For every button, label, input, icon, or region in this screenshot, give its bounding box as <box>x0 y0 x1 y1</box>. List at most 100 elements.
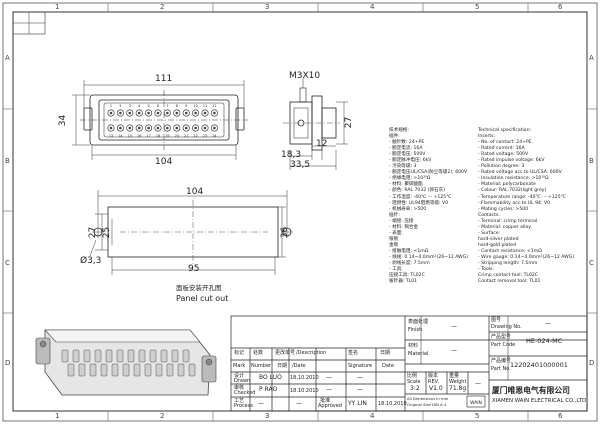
pin-hole <box>201 109 209 117</box>
checked-date: 18.10.2010 <box>290 388 319 394</box>
spec-line: 拔针器: TL01 <box>389 279 418 285</box>
spec-line: hard-gold plated <box>478 242 517 248</box>
pin-contact <box>119 111 122 115</box>
zone-bottom-3: 3 <box>265 412 270 420</box>
spec-line: - 污染等级: 3 <box>389 164 417 170</box>
pin-number: 5 <box>148 104 150 108</box>
part-code-label-en: Part Code <box>491 342 516 348</box>
part-no-label-en: Part No. <box>491 366 511 372</box>
process-dash-2: — <box>296 400 302 407</box>
dim-cut-25: 25 <box>102 226 113 239</box>
weight-label-cn: 重量 <box>449 373 460 379</box>
cutout-view <box>92 200 293 264</box>
spec-line: - Stripping length: 7.5mm <box>478 261 538 267</box>
blank-dash: — <box>475 380 481 387</box>
iso-contact <box>144 363 152 377</box>
pin-hole <box>201 124 209 132</box>
iso-contact <box>160 349 168 363</box>
pin-contact <box>184 126 188 130</box>
pin-contact <box>147 126 150 130</box>
approved-date: 18.10.2010 <box>378 401 407 407</box>
iso-contact <box>127 349 135 363</box>
spec-line: 银镀 <box>389 236 399 242</box>
pin-hole <box>135 109 143 117</box>
pin-number: 23 <box>203 134 207 138</box>
cutout-caption-en: Panel cut out <box>176 294 229 303</box>
spec-line: 技术规格: <box>389 128 409 133</box>
spec-line: - 阻燃性: UL94阻燃等级: V0 <box>389 200 449 206</box>
units-line-1: All Dimensions in mm <box>407 396 449 401</box>
spec-line: Contact removal tool: TL01 <box>478 279 541 285</box>
pin-number: 21 <box>184 134 188 138</box>
iso-contact <box>116 349 124 363</box>
zone-bottom-1: 1 <box>55 412 60 420</box>
drawn-cn: 设计 <box>234 373 245 379</box>
pin-number: 8 <box>176 104 178 108</box>
checked-en: Checked <box>234 390 256 396</box>
pin-number: 17 <box>146 134 150 138</box>
approved-cn: 批准 <box>320 398 331 404</box>
spec-line: - 材料: 铜合金 <box>389 224 419 230</box>
dim-front-outer-width: 111 <box>155 74 173 84</box>
iso-contact <box>67 363 75 377</box>
spec-line: Technical specification: <box>478 128 532 133</box>
dim-cut-36: 36 <box>280 226 291 239</box>
pin-number: 14 <box>118 134 122 138</box>
date-en: Date <box>382 363 394 369</box>
spec-line: Contacts: <box>478 212 500 218</box>
approved-en: Approved <box>318 403 342 409</box>
company-name-en: XIAMEN WAIN ELECTRICAL CO.,LTD <box>492 398 587 404</box>
dim-side-12: 12 <box>316 139 328 149</box>
spec-line: - 材料: 聚碳酸酯 <box>389 182 423 188</box>
spec-line: - 线规: 0.14~4.0mm²(26~12 AWG) <box>389 254 469 260</box>
iso-contact <box>155 363 163 377</box>
iso-contact <box>78 363 86 377</box>
zone-right-d: D <box>589 359 595 367</box>
zone-bottom-4: 4 <box>370 412 375 420</box>
sign-en: Signature <box>348 363 373 369</box>
pin-contact <box>119 126 122 130</box>
scale-value: 3:2 <box>410 385 420 392</box>
pin-number: 18 <box>156 134 160 138</box>
part-no-label-cn: 产品编号 <box>491 358 512 364</box>
approved-name: YY LIN <box>348 400 367 407</box>
spec-line: - 工作温度: -40℃ ··· +125℃ <box>389 194 452 200</box>
zone-top-2: 2 <box>160 3 165 11</box>
zone-top-5: 5 <box>475 3 480 11</box>
finish-label-cn: 表面处理 <box>408 319 429 325</box>
dim-cut-outer-width: 104 <box>186 187 204 197</box>
pin-contact <box>147 111 150 115</box>
pin-number: 12 <box>212 104 216 108</box>
rev-value: V1.0 <box>429 385 443 392</box>
spec-line: 插件: <box>389 134 400 140</box>
zone-right-c: C <box>589 259 594 267</box>
zone-right-a: A <box>589 54 594 62</box>
pin-number: 10 <box>193 104 197 108</box>
weight-value: 71.8g <box>449 385 467 392</box>
scale-label-cn: 比例 <box>407 373 418 379</box>
pin-contact <box>213 126 216 130</box>
drawing-no-label-en: Drawing No. <box>491 324 522 330</box>
drawn-dash: — <box>326 374 332 381</box>
iso-contact <box>83 349 91 363</box>
spec-line: - 额定电流: 16A <box>389 146 423 152</box>
company-name-cn: 厦门唯恩电气有限公司 <box>492 386 570 395</box>
pin-contact <box>128 111 132 115</box>
pin-contact <box>137 126 141 130</box>
cutout-caption-cn: 面板安装开孔图 <box>176 284 222 292</box>
pin-hole <box>154 124 162 132</box>
rev-label-en: REV. <box>428 379 439 385</box>
pin-number: 2 <box>119 104 121 108</box>
zone-left-c: C <box>5 259 10 267</box>
spec-line: Inserts: <box>478 134 496 140</box>
iso-contact <box>89 363 97 377</box>
weight-label-en: Weight <box>449 379 467 385</box>
dim-side-33-5: 33,5 <box>290 160 311 170</box>
pin-hole <box>173 124 181 132</box>
material-label-cn: 材料 <box>408 343 419 349</box>
pin-hole <box>107 109 115 117</box>
connector-3d-illustration <box>35 329 217 396</box>
dim-cut-hole: Ø3,3 <box>80 256 102 266</box>
